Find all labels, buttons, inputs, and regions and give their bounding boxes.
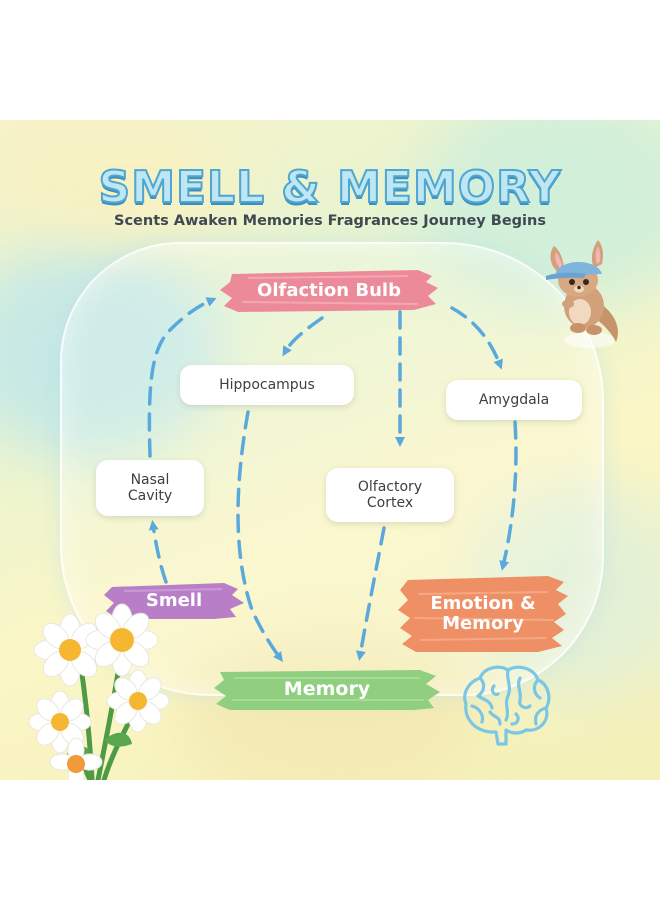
- arrow-cortex-to-memory: [355, 526, 386, 661]
- node-olfaction-bulb: Olfaction Bulb: [218, 266, 440, 314]
- node-olfaction-bulb-label: Olfaction Bulb: [257, 279, 401, 301]
- page-subtitle: Scents Awaken Memories Fragrances Journe…: [114, 213, 546, 229]
- node-nasal-cavity-line2: Cavity: [127, 488, 173, 504]
- arrow-hippocampus-to-memory: [236, 410, 283, 663]
- brain-outline-icon: [463, 665, 551, 746]
- daisy-flower-5: [49, 737, 103, 780]
- node-memory: Memory: [214, 666, 440, 712]
- node-olfactory-cortex: Olfactory Cortex: [326, 468, 454, 522]
- node-hippocampus: Hippocampus: [180, 365, 354, 405]
- node-nasal-cavity-line1: Nasal: [130, 471, 170, 488]
- arrow-nasal-to-bulb: [147, 297, 217, 458]
- node-smell-label: Smell: [145, 589, 203, 611]
- arrow-bulb-to-hippocampus: [282, 316, 324, 357]
- node-amygdala: Amygdala: [446, 380, 582, 420]
- node-emotion-memory-line1: Emotion &: [430, 593, 536, 615]
- node-olfactory-cortex-line2: Cortex: [366, 495, 414, 511]
- node-emotion-memory-line2: Memory: [442, 613, 524, 634]
- page-title: SMELL & MEMORY: [98, 161, 562, 214]
- node-amygdala-label: Amygdala: [478, 391, 550, 408]
- node-hippocampus-label: Hippocampus: [219, 376, 315, 393]
- node-smell: Smell: [104, 579, 244, 621]
- node-nasal-cavity: Nasal Cavity: [96, 460, 204, 516]
- infographic-panel: SMELL & MEMORY Scents Awaken Memories Fr…: [0, 120, 660, 780]
- arrow-amygdala-to-emotion: [499, 420, 518, 571]
- node-olfactory-cortex-line1: Olfactory: [357, 478, 423, 495]
- daisy-flower-3: [28, 690, 92, 754]
- daisy-flower-4: [106, 669, 170, 733]
- daisy-flower-2: [85, 603, 159, 677]
- arrow-bulb-to-amygdala: [450, 306, 503, 370]
- kangaroo-mascot-icon: [546, 240, 618, 348]
- node-memory-label: Memory: [283, 678, 371, 700]
- daisy-flower-1: [33, 613, 107, 687]
- flow-arrows: [147, 297, 518, 663]
- arrow-smell-to-nasal: [148, 520, 168, 584]
- daisy-flowers-icon: [28, 603, 170, 780]
- node-emotion-memory: Emotion & Memory: [398, 574, 568, 654]
